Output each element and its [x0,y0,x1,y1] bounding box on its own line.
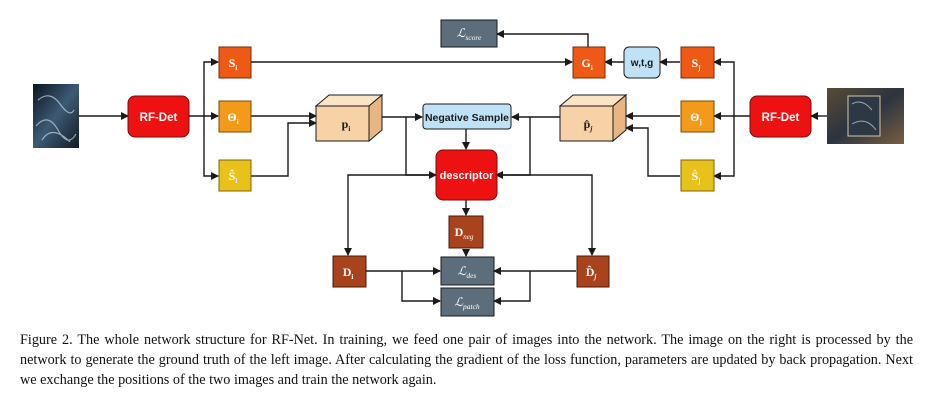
svg-text:Ŝi: Ŝi [229,169,238,185]
d-hat-j-node: D̂j [576,255,610,288]
left-input-image [33,84,79,148]
right-input-image [827,88,904,144]
svg-text:w,t,g: w,t,g [630,58,653,69]
svg-text:pi: pi [342,117,351,133]
rf-det-right-node: RF-Det [749,95,812,138]
g-i-node: Gi [572,46,606,79]
svg-text:Si: Si [229,56,238,72]
svg-text:p̂j: p̂j [584,117,593,133]
svg-text:ℒscore: ℒscore [457,26,482,42]
negative-sample-node: Negative Sample [422,103,512,130]
svg-text:D̂j: D̂j [586,265,597,281]
d-i-node: Di [332,255,367,288]
svg-text:Dneg: Dneg [455,225,474,241]
svg-text:Gi: Gi [581,56,592,72]
edges [78,30,827,305]
s-hat-i-node: Ŝi [218,159,252,192]
network-diagram: RF-Det Si Θi Ŝi pi Negative Sample descr… [33,19,904,317]
svg-text:Θj: Θj [690,110,702,126]
figure-caption: Figure 2. The whole network structure fo… [20,332,913,388]
svg-text:ℒdes: ℒdes [458,264,477,280]
theta-j-node: Θj [680,100,715,133]
d-neg-node: Dneg [448,215,484,249]
theta-i-node: Θi [218,100,252,133]
wtg-node: w,t,g [623,46,661,79]
svg-text:Di: Di [343,265,354,281]
svg-text:Ŝj: Ŝj [691,169,700,185]
svg-text:descriptor: descriptor [440,170,495,182]
descriptor-node: descriptor [435,149,498,201]
svg-text:RF-Det: RF-Det [140,112,178,124]
svg-text:Sj: Sj [691,56,700,72]
s-hat-j-node: Ŝj [680,159,715,192]
l-patch-node: ℒpatch [440,287,495,317]
svg-text:RF-Det: RF-Det [762,112,800,124]
svg-text:ℒpatch: ℒpatch [454,295,480,311]
svg-text:Negative Sample: Negative Sample [425,112,509,124]
s-j-node: Sj [680,46,715,79]
p-i-cube-node: pi [314,93,384,143]
rf-det-left-node: RF-Det [127,95,190,138]
p-hat-j-cube-node: p̂j [558,93,628,143]
l-des-node: ℒdes [440,256,495,286]
svg-text:Θi: Θi [227,110,238,126]
s-i-node: Si [218,46,252,79]
l-score-node: ℒscore [440,19,498,48]
